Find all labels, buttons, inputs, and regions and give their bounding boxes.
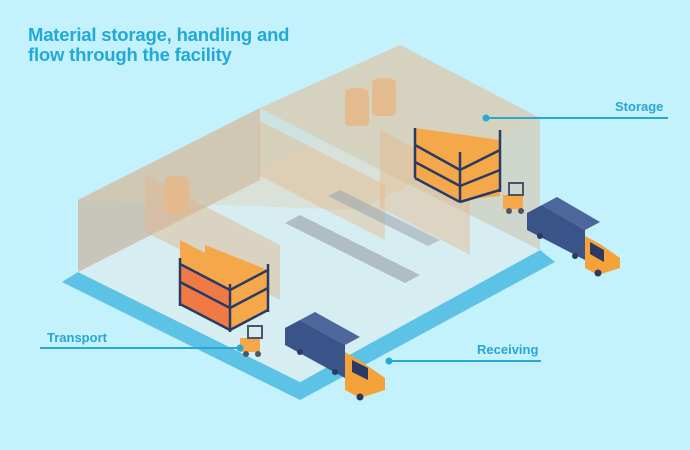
title-line-1: Material storage, handling and [28, 24, 290, 45]
floor-platform [62, 250, 555, 400]
callout-receiving [385, 357, 541, 365]
conveyor [328, 190, 440, 246]
forklift-storage [503, 182, 524, 214]
truck-receiving [285, 312, 385, 401]
floor [78, 140, 540, 382]
truck-storage [527, 197, 620, 277]
forklift-transport [240, 325, 263, 357]
page-title: Material storage, handling and flow thro… [28, 25, 289, 65]
title-line-2: flow through the facility [28, 44, 232, 65]
rack-transport [178, 240, 270, 332]
label-receiving: Receiving [477, 342, 539, 357]
partition-wall [380, 130, 470, 255]
rack-storage [413, 128, 502, 204]
callout-storage [482, 114, 668, 122]
label-transport: Transport [47, 330, 107, 345]
callout-transport [40, 344, 244, 352]
conveyor [285, 215, 420, 283]
label-storage: Storage [615, 99, 664, 114]
partition-wall [258, 120, 385, 240]
storage-tanks [165, 78, 396, 214]
